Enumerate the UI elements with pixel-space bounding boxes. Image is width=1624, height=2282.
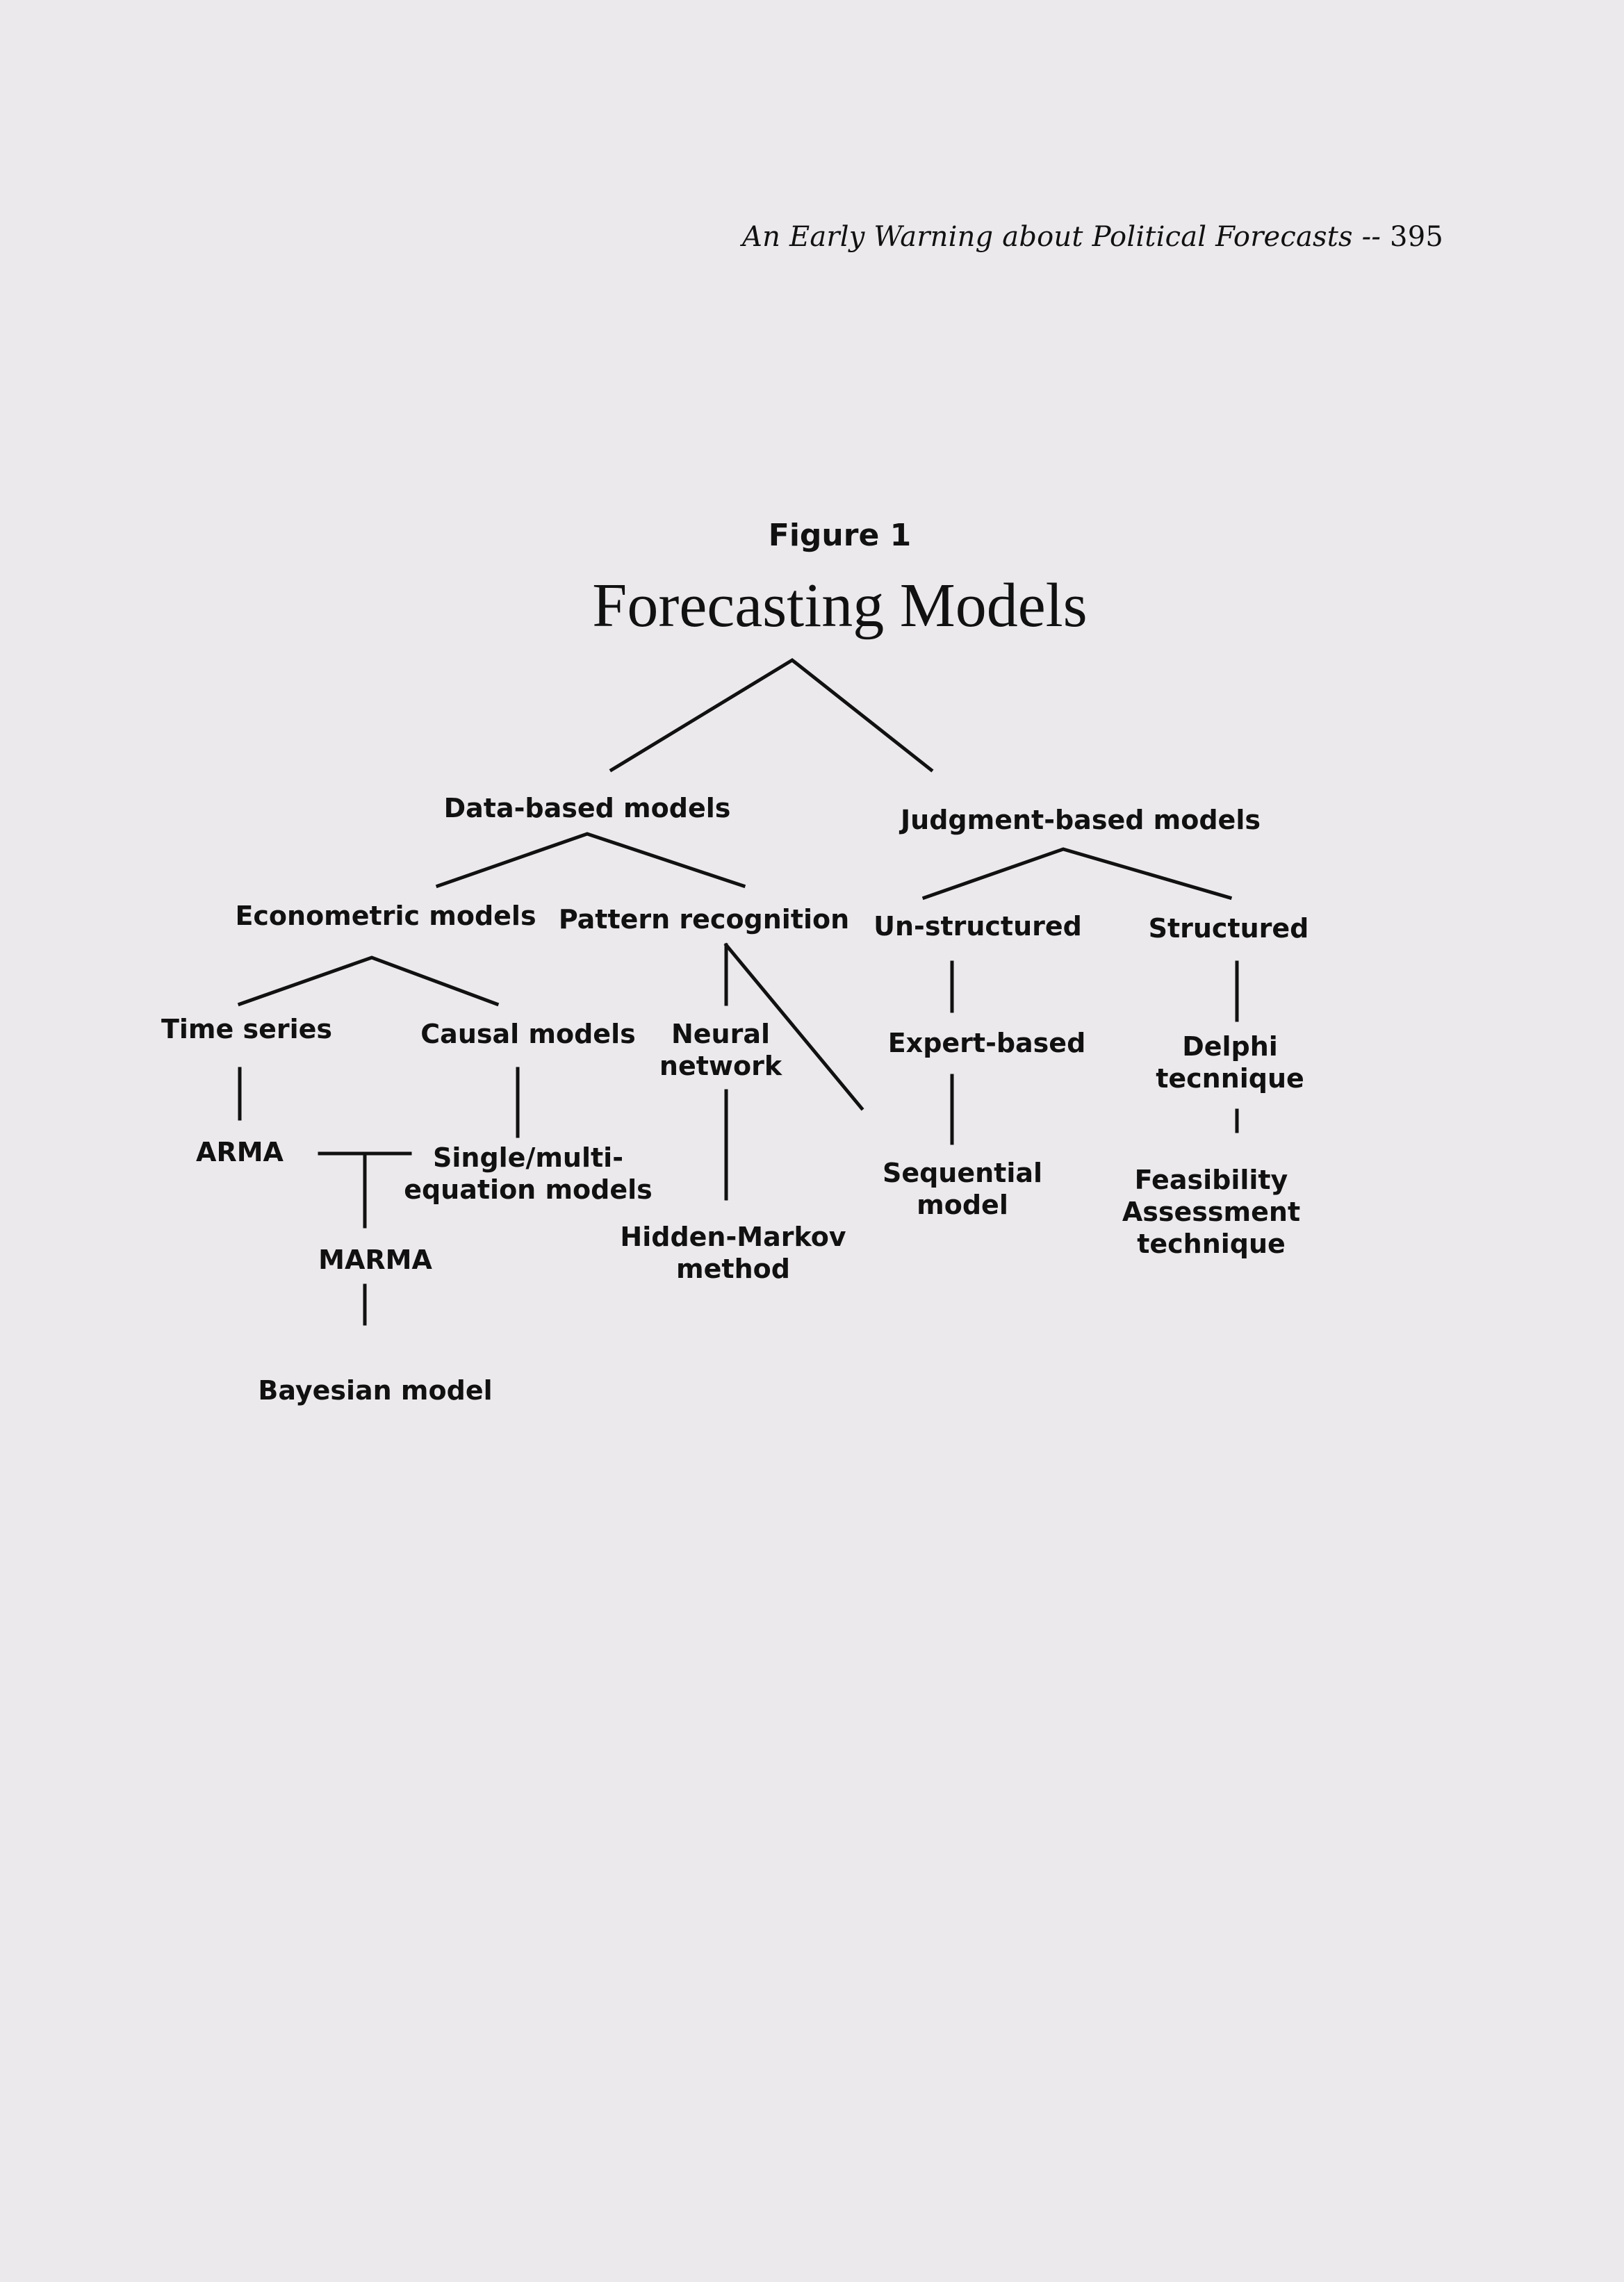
node-marma: MARMA	[318, 1244, 432, 1276]
connector-pattern-hmm	[723, 942, 864, 1111]
node-structured: Structured	[1149, 912, 1309, 944]
connector-judgment-based	[921, 847, 1233, 901]
node-judgment-based-models: Judgment-based models	[901, 804, 1261, 836]
node-label-line: ARMA	[196, 1137, 284, 1167]
node-arma: ARMA	[196, 1136, 284, 1168]
running-title: An Early Warning about Political Forecas…	[742, 221, 1381, 253]
running-header: An Early Warning about Political Forecas…	[742, 221, 1443, 253]
node-label-line: Sequential	[882, 1158, 1043, 1188]
node-data-based-models: Data-based models	[444, 792, 731, 824]
node-label-line: model	[917, 1190, 1008, 1220]
node-label-line: Structured	[1148, 913, 1309, 944]
connector-root	[609, 657, 934, 773]
node-label-line: Single/multi-	[433, 1142, 623, 1173]
node-causal-models: Causal models	[420, 1018, 635, 1050]
figure-label: Figure 1	[768, 518, 912, 553]
node-single-multi-equation-models: Single/multi-equation models	[404, 1142, 653, 1206]
connector-econometric	[237, 955, 500, 1007]
node-label-line: Assessment	[1122, 1197, 1301, 1227]
node-label-line: Judgment-based models	[901, 805, 1261, 835]
figure-title: Forecasting Models	[592, 571, 1088, 640]
node-label-line: method	[676, 1254, 790, 1284]
node-label-line: MARMA	[318, 1245, 432, 1275]
node-label-line: Neural	[671, 1019, 771, 1049]
node-label-line: network	[659, 1051, 782, 1081]
node-label-line: Feasibility	[1134, 1165, 1288, 1195]
page-number: 395	[1390, 221, 1443, 253]
node-label-line: Delphi	[1182, 1031, 1278, 1062]
node-label-line: Expert-based	[887, 1028, 1086, 1058]
connector-data-based	[435, 832, 746, 889]
node-label-line: Un-structured	[873, 911, 1082, 942]
node-pattern-recognition: Pattern recognition	[559, 903, 849, 935]
node-label-line: Data-based models	[443, 793, 731, 823]
node-un-structured: Un-structured	[873, 910, 1082, 942]
node-expert-based: Expert-based	[888, 1027, 1086, 1059]
node-label-line: Bayesian model	[258, 1375, 493, 1406]
node-label-line: technique	[1137, 1229, 1286, 1259]
node-label-line: equation models	[404, 1174, 653, 1205]
node-label-line: Hidden-Markov	[620, 1222, 846, 1252]
node-time-series: Time series	[161, 1013, 332, 1045]
node-label-line: Econometric models	[235, 901, 536, 931]
node-bayesian-model: Bayesian model	[258, 1374, 492, 1406]
node-econometric-models: Econometric models	[235, 900, 536, 932]
node-label-line: Causal models	[420, 1019, 636, 1049]
node-label-line: Pattern recognition	[558, 904, 850, 935]
node-label-line: Time series	[161, 1014, 333, 1044]
node-label-line: tecnnique	[1156, 1063, 1304, 1094]
